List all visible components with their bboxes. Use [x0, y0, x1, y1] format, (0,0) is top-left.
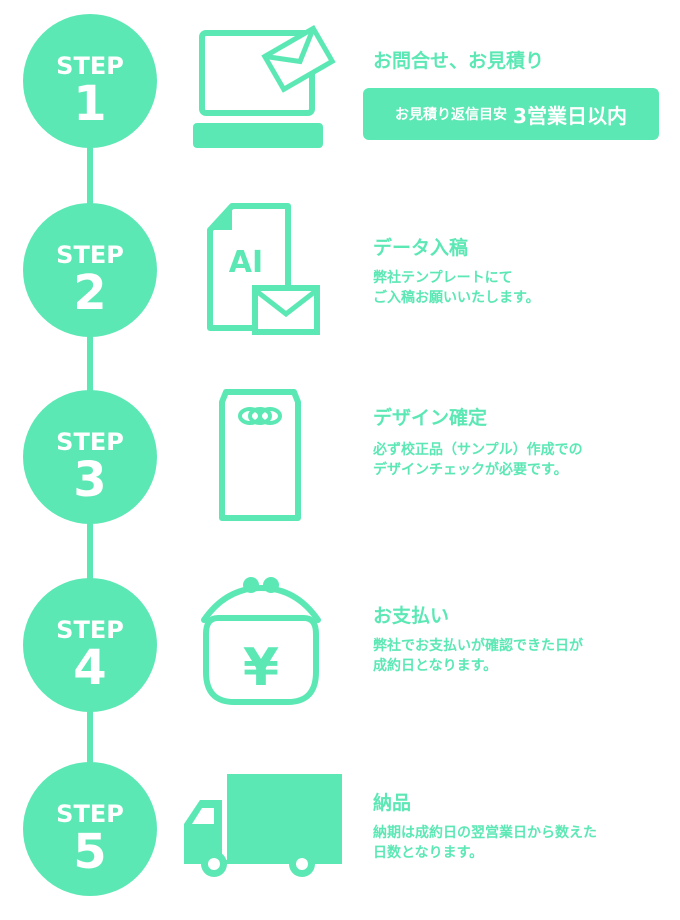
step-2-desc-line1: 弊社テンプレートにて	[373, 270, 513, 286]
proof-envelope-icon	[219, 389, 301, 521]
step-1-title: お問合せ、お見積り	[373, 50, 545, 72]
step-4-desc-line1: 弊社でお支払いが確認できた日が	[373, 638, 583, 654]
step-5-label: STEP	[56, 800, 124, 828]
step-3-desc-line2: デザインチェックが必要です。	[373, 462, 568, 478]
yen-sign: ¥	[243, 638, 279, 698]
step-2-number: 2	[73, 265, 107, 321]
ai-file-mail-icon: AI	[207, 203, 320, 335]
step-5-title: 納品	[373, 792, 412, 814]
step-4-label: STEP	[56, 616, 124, 644]
step-3-title: デザイン確定	[373, 407, 488, 429]
badge-prefix: お見積り返信目安	[395, 107, 508, 123]
step-5-desc-line2: 日数となります。	[373, 845, 484, 861]
step-4-title: お支払い	[373, 605, 450, 627]
step-3-desc-line1: 必ず校正品（サンプル）作成での	[373, 442, 583, 458]
reply-estimate-badge: お見積り返信目安 3営業日以内	[363, 88, 659, 140]
step-2-desc-line2: ご入稿お願いいたします。	[373, 290, 540, 306]
step-2-circle: STEP 2	[23, 203, 157, 337]
step-5-desc-line1: 納期は成約日の翌営業日から数えた	[373, 825, 597, 841]
step-5-number: 5	[73, 824, 107, 880]
step-1-number: 1	[73, 76, 107, 132]
truck-icon	[184, 774, 342, 877]
step-3-label: STEP	[56, 428, 124, 456]
step-3-circle: STEP 3	[23, 390, 157, 524]
step-2-label: STEP	[56, 241, 124, 269]
yen-purse-icon: ¥	[201, 577, 321, 705]
step-1-label: STEP	[56, 52, 124, 80]
badge-strong: 3営業日以内	[513, 103, 627, 128]
laptop-mail-icon	[193, 24, 336, 148]
step-4-desc-line2: 成約日となります。	[373, 658, 498, 674]
step-3-number: 3	[73, 452, 107, 508]
step-2-title: データ入稿	[373, 237, 469, 259]
step-1-circle: STEP 1	[23, 14, 157, 148]
step-5-circle: STEP 5	[23, 762, 157, 896]
step-4-number: 4	[73, 640, 107, 696]
ai-label: AI	[229, 245, 263, 280]
step-4-circle: STEP 4	[23, 578, 157, 712]
